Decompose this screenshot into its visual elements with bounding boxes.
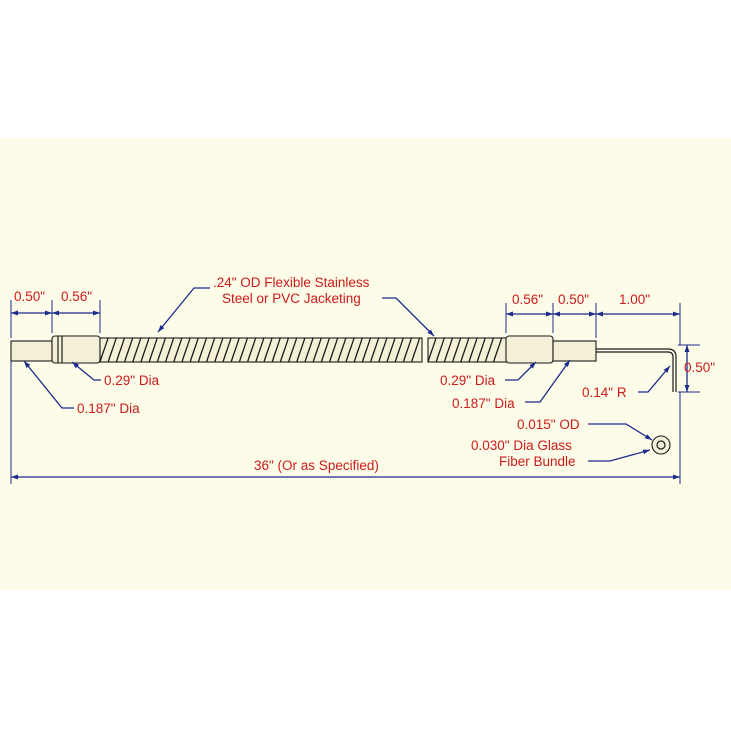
overall-length-label: 36" (Or as Specified) [254,458,379,473]
jacket-label-line2: Steel or PVC Jacketing [222,291,361,306]
bent-fiber [596,348,677,392]
right-tip-length-label: 0.50" [558,292,589,307]
left-ferrule-length-label: 0.56" [61,289,92,304]
bundle-label-line2: Fiber Bundle [499,454,576,469]
jacket-coil-turn [394,337,404,363]
jacket-coil-turn [230,337,240,363]
leaders [23,287,671,462]
bend-height-label: 0.50" [684,360,715,375]
jacket-coil-turn [181,337,191,363]
jacket-coil-turn [337,337,347,363]
right-end-fitting [505,335,677,392]
jacket-coil-turn [484,337,495,363]
fiber-od-label: 0.015" OD [517,417,580,432]
jacket-coil-turn [476,337,486,363]
left-tip [10,340,53,362]
jacket-coil-turn [345,337,355,363]
jacket-coil-turn [99,337,109,363]
jacket-coil-turn [312,337,322,363]
left-tip-length-label: 0.50" [14,289,45,304]
jacket-coil-turn [369,337,380,363]
overall-dimension [10,361,681,484]
flexible-jacket [99,337,509,363]
right-ferrule [505,335,554,364]
right-bend-length-label: 1.00" [619,292,650,307]
jacket-coil-turn [304,337,314,363]
left-tip-dia-label: 0.187" Dia [77,401,140,416]
right-tip [552,340,597,362]
jacket-coil-turn [205,337,216,363]
jacket-coil-turn [386,337,396,363]
jacket-coil-turn [353,337,363,363]
jacket-coil-turn [148,337,158,363]
jacket-coil-turn [214,337,224,363]
jacket-coil-turn [328,337,339,363]
fiber-end-view [651,435,671,455]
jacket-coil-turn [197,337,208,363]
jacket-coil-turn [402,337,413,363]
left-ferrule-dia-label: 0.29" Dia [104,373,160,388]
jacket-coil-turn [279,337,290,363]
bend-radius-label: 0.14" R [582,385,627,400]
jacket-coil-turn [287,337,298,363]
jacket-coil-turn [132,337,142,363]
drawing-panel [0,138,731,590]
jacket-coil-turn [492,337,503,363]
right-tip-dia-label: 0.187" Dia [452,396,515,411]
jacket-coil-turn [378,337,388,363]
jacket-coils-left [99,337,421,363]
jacket-coil-turn [115,337,126,363]
jacket-coil-turn [255,337,265,363]
right-ferrule-dia-label: 0.29" Dia [440,373,496,388]
jacket-coil-turn [156,337,167,363]
jacket-coil-turn [460,337,470,363]
jacket-coil-turn [222,337,232,363]
jacket-coil-turn [123,337,134,363]
jacket-coil-turn [263,337,273,363]
jacket-coil-turn [271,337,281,363]
jacket-coil-turn [140,337,150,363]
jacket-coil-turn [451,337,462,363]
jacket-coil-turn [296,337,306,363]
jacket-coil-turn [468,337,478,363]
jacket-coil-turn [361,337,372,363]
jacket-coil-turn [164,337,175,363]
jacket-coil-turn [320,337,331,363]
left-ferrule [51,335,101,364]
jacket-coil-turn [435,337,445,363]
jacket-coils-right [427,337,503,363]
bundle-label-line1: 0.030" Dia Glass [471,438,572,453]
labels: 0.50" 0.56" .24" OD Flexible Stainless S… [14,275,715,473]
jacket-coil-turn [173,337,183,363]
jacket-coil-turn [410,337,421,363]
jacket-coil-turn [443,337,454,363]
jacket-coil-turn [189,337,199,363]
jacket-coil-turn [238,337,249,363]
top-dimensions [10,300,700,393]
jacket-coil-turn [427,337,437,363]
right-ferrule-length-label: 0.56" [512,292,543,307]
jacket-coil-turn [107,337,117,363]
jacket-label-line1: .24" OD Flexible Stainless [213,275,370,290]
jacket-coil-turn [246,337,257,363]
